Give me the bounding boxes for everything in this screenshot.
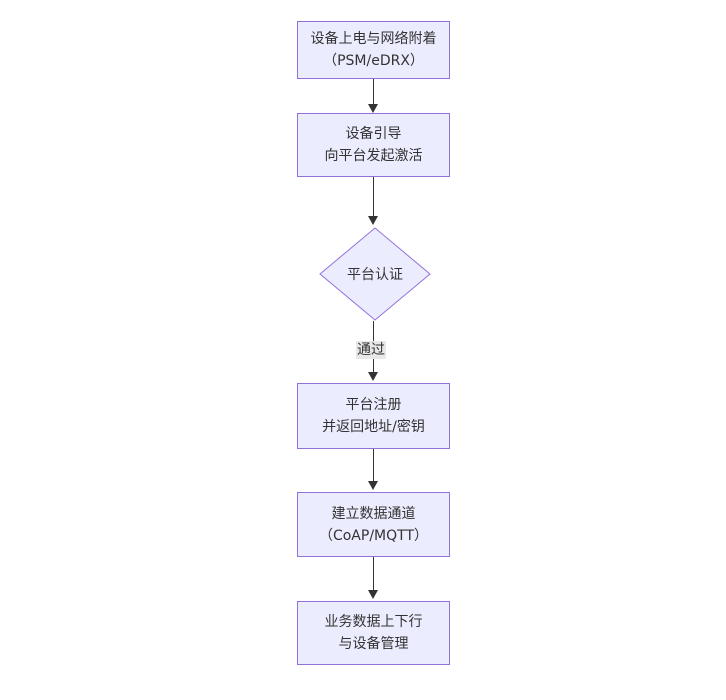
node-text-line: 与设备管理 [338, 636, 409, 652]
diamond-shape-icon [319, 227, 431, 321]
node-text-line: 设备引导 [345, 126, 402, 142]
node-text-line: （CoAP/MQTT） [318, 527, 429, 544]
arrowhead-icon [368, 590, 378, 599]
edge-line [373, 177, 374, 217]
flow-node-bootstrap: 设备引导 向平台发起激活 [297, 113, 450, 177]
flow-node-register: 平台注册 并返回地址/密钥 [297, 383, 450, 449]
flow-node-power-attach: 设备上电与网络附着 （PSM/eDRX） [297, 21, 450, 79]
flow-node-business-data: 业务数据上下行 与设备管理 [297, 601, 450, 665]
node-text-line: 向平台发起激活 [324, 148, 423, 164]
node-text-line: 建立数据通道 [331, 505, 416, 522]
arrowhead-icon [368, 372, 378, 381]
arrowhead-icon [368, 104, 378, 113]
node-text-line: （PSM/eDRX） [323, 53, 424, 69]
node-text-line: 平台认证 [347, 267, 403, 283]
edge-line [373, 449, 374, 482]
edge-line [373, 79, 374, 105]
node-text-line: 并返回地址/密钥 [322, 419, 425, 435]
node-text-line: 平台注册 [345, 397, 402, 413]
node-text-line: 设备上电与网络附着 [310, 31, 437, 47]
edge-label: 通过 [356, 341, 386, 359]
flow-node-platform-auth: 平台认证 [319, 227, 431, 321]
flow-node-data-channel: 建立数据通道 （CoAP/MQTT） [297, 492, 450, 557]
arrowhead-icon [368, 481, 378, 490]
node-text-line: 业务数据上下行 [324, 614, 423, 630]
edge-line [373, 557, 374, 591]
arrowhead-icon [368, 216, 378, 225]
